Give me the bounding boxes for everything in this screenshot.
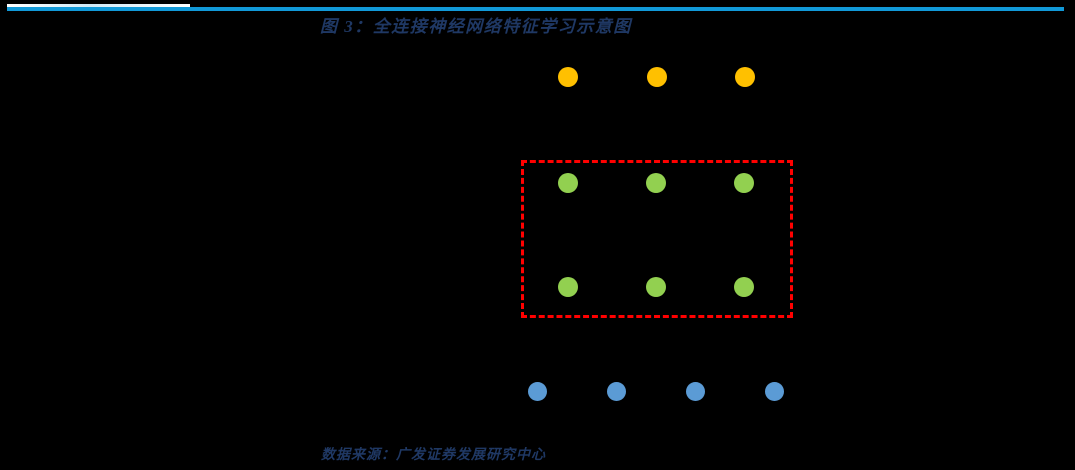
hidden-layer-1-node (646, 277, 666, 297)
output-layer-node (647, 67, 667, 87)
input-layer-node (606, 381, 626, 401)
feature-highlight-box (521, 160, 793, 318)
figure-source: 数据来源：广发证券发展研究中心 (321, 448, 546, 463)
input-layer-node (764, 381, 784, 401)
hidden-layer-2-node (558, 173, 578, 193)
input-layer-node (527, 381, 547, 401)
input-layer-node (685, 381, 705, 401)
output-layer-node (558, 67, 578, 87)
hidden-layer-1-node (734, 277, 754, 297)
hidden-layer-1-node (558, 277, 578, 297)
figure-title: 图 3：全连接神经网络特征学习示意图 (320, 17, 632, 36)
hidden-layer-2-node (734, 173, 754, 193)
output-layer-node (735, 67, 755, 87)
header-rule-highlight (7, 4, 190, 7)
header-rule (7, 7, 1064, 11)
hidden-layer-2-node (646, 173, 666, 193)
